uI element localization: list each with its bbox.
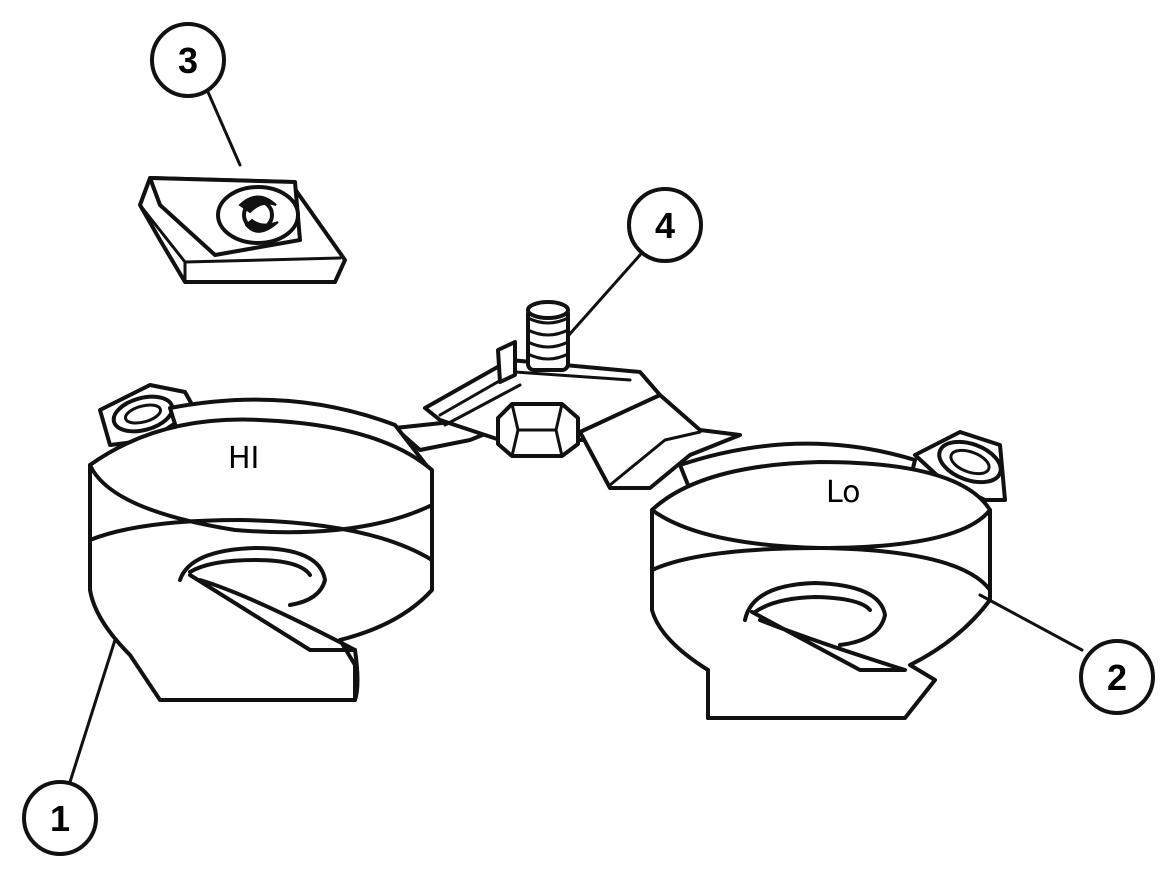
callout-3-label: 3 [178,40,198,81]
leader-lines [68,90,1084,784]
stud-and-nut [496,300,580,458]
leader-line-4 [566,253,642,338]
callout-3: 3 [150,22,226,98]
callout-1: 1 [22,780,98,856]
horn-low-label: Lo [826,475,861,510]
callout-4-label: 4 [655,205,675,246]
callout-4: 4 [627,187,703,263]
horn-high: HI [88,383,434,702]
leader-line-1 [68,638,117,784]
mounting-bracket [393,340,742,490]
callout-2: 2 [1079,639,1155,715]
leader-line-2 [978,593,1084,652]
horn-high-label: HI [228,441,259,476]
callout-2-label: 2 [1107,657,1127,698]
callout-1-label: 1 [50,798,70,839]
leader-line-3 [206,90,242,167]
speed-nut-clip [138,176,347,284]
horn-low: Lo [650,430,1007,720]
